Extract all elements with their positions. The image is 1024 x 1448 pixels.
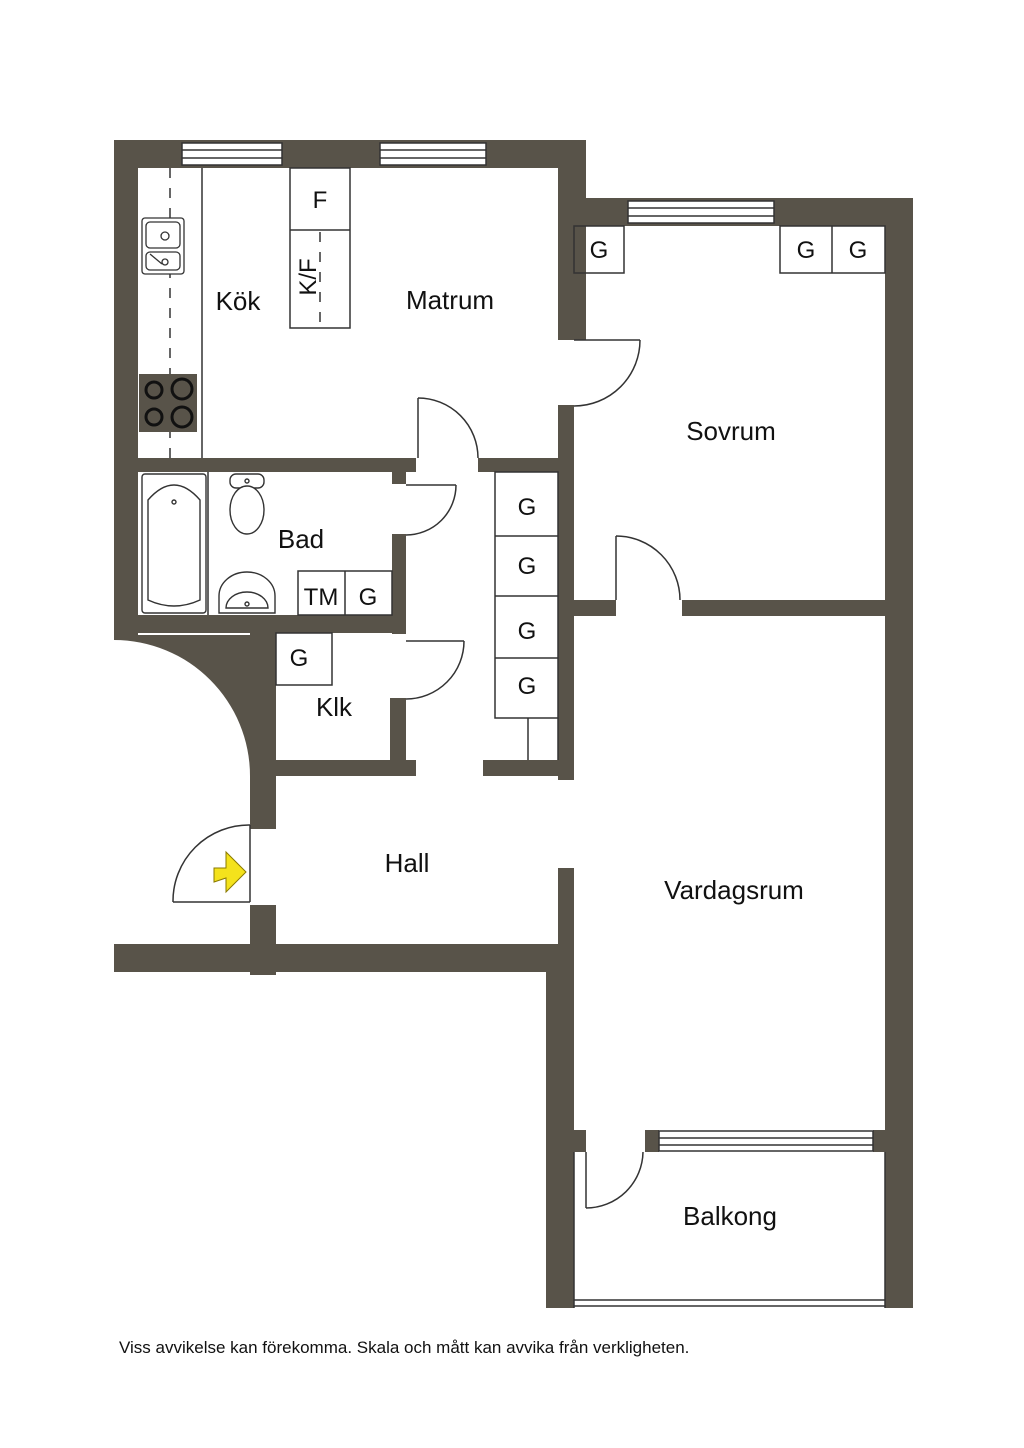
entry-wing-wall — [114, 635, 276, 776]
bathtub-icon — [141, 473, 207, 614]
fixture-label-wardrobe: G — [849, 237, 868, 264]
room-label-living-room: Vardagsrum — [664, 875, 804, 905]
kitchen-sink-icon — [141, 217, 185, 275]
room-label-bathroom: Bad — [278, 524, 324, 554]
toilet-icon — [229, 473, 265, 535]
fixture-label-washing-machine: TM — [304, 584, 339, 611]
fixture-label-wardrobe: G — [590, 237, 609, 264]
room-label-bedroom: Sovrum — [686, 416, 776, 446]
windows — [181, 142, 874, 1152]
doors — [172, 339, 681, 1209]
walls — [114, 140, 913, 1308]
room-label-closet: Klk — [316, 692, 353, 722]
fixture-label-wardrobe: G — [518, 494, 537, 521]
room-label-dining: Matrum — [406, 285, 494, 315]
room-label-balcony: Balkong — [683, 1201, 777, 1231]
room-label-hall: Hall — [385, 848, 430, 878]
fixture-label-fridge-freezer: K/F — [295, 258, 322, 295]
fixture-label-wardrobe: G — [290, 645, 309, 672]
disclaimer-text: Viss avvikelse kan förekomma. Skala och … — [119, 1338, 690, 1357]
washbasin-icon — [218, 571, 276, 614]
fixture-label-wardrobe: G — [797, 237, 816, 264]
fixture-label-wardrobe: G — [518, 673, 537, 700]
interior-lines — [169, 167, 886, 1308]
fixture-label-wardrobe: G — [518, 553, 537, 580]
fixture-label-freezer: F — [313, 187, 328, 214]
fixture-label-wardrobe: G — [518, 618, 537, 645]
fixture-label-wardrobe: G — [359, 584, 378, 611]
room-label-kitchen: Kök — [216, 286, 262, 316]
stove-icon — [139, 374, 197, 432]
entrance-arrow-icon — [213, 850, 247, 894]
